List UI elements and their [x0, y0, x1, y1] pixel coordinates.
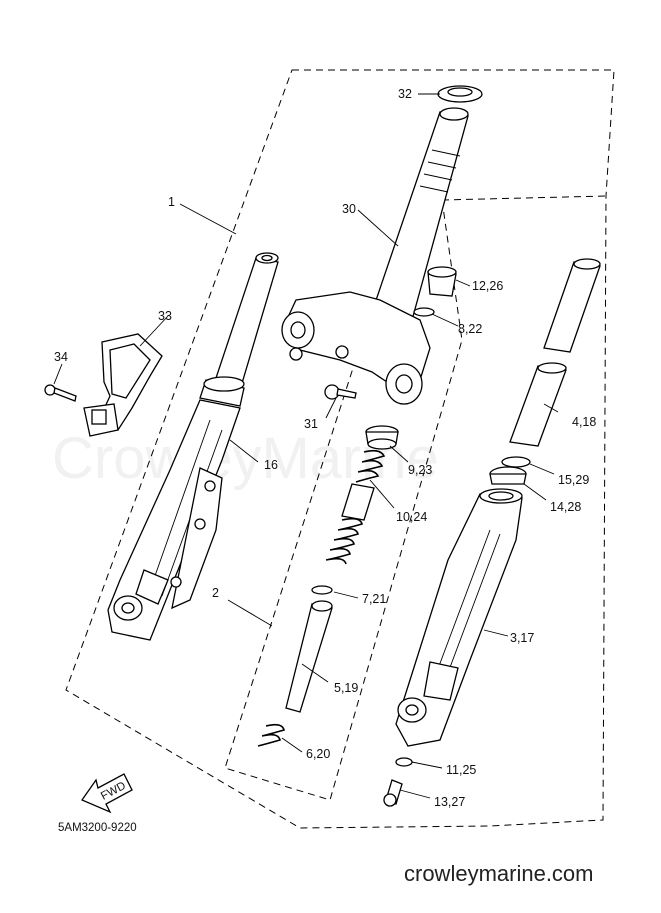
callout-4-18: 4,18	[572, 415, 596, 429]
o-ring	[413, 307, 435, 317]
callout-7-21: 7,21	[362, 592, 386, 606]
callout-16: 16	[264, 458, 278, 472]
callout-14-28: 14,28	[550, 500, 581, 514]
assembly-outline	[65, 69, 615, 829]
oil-seal	[365, 425, 399, 450]
left-fork-assembly	[107, 252, 279, 641]
callout-31: 31	[304, 417, 318, 431]
fork-spring	[325, 449, 386, 565]
callout-32: 32	[398, 87, 412, 101]
leader-lines	[53, 93, 559, 799]
bearing-race	[437, 85, 483, 103]
right-fork-assembly	[395, 258, 601, 747]
brake-hose-bracket	[83, 333, 163, 437]
steering-stem	[281, 107, 469, 405]
callout-13-27: 13,27	[434, 795, 465, 809]
callout-12-26: 12,26	[472, 279, 503, 293]
callout-11-25: 11,25	[446, 763, 476, 777]
drain-bolt	[383, 779, 403, 807]
damper-rod	[257, 585, 333, 747]
callout-9-23: 9,23	[408, 463, 432, 477]
cap-bolt	[427, 266, 457, 297]
callout-2: 2	[212, 586, 219, 600]
callout-6-20: 6,20	[306, 747, 330, 761]
callout-8-22: 8,22	[458, 322, 482, 336]
bracket-bolt	[44, 384, 77, 402]
callout-10-24: 10,24	[396, 510, 427, 524]
callout-34: 34	[54, 350, 68, 364]
diagram-code: 5AM3200-9220	[58, 822, 137, 834]
pinch-bolt	[324, 384, 357, 400]
callout-3-17: 3,17	[510, 631, 534, 645]
fwd-arrow-icon: FWD	[81, 773, 133, 814]
callout-1: 1	[168, 195, 175, 209]
callout-33: 33	[158, 309, 172, 323]
callout-15-29: 15,29	[558, 473, 589, 487]
copper-washer	[395, 757, 413, 767]
callout-30: 30	[342, 202, 356, 216]
site-footer: crowleymarine.com	[404, 861, 594, 886]
callout-labels: 1 2 3,17 4,18 5,19 6,20 7,21 8,22 9,23 1…	[54, 87, 596, 809]
callout-5-19: 5,19	[334, 681, 358, 695]
